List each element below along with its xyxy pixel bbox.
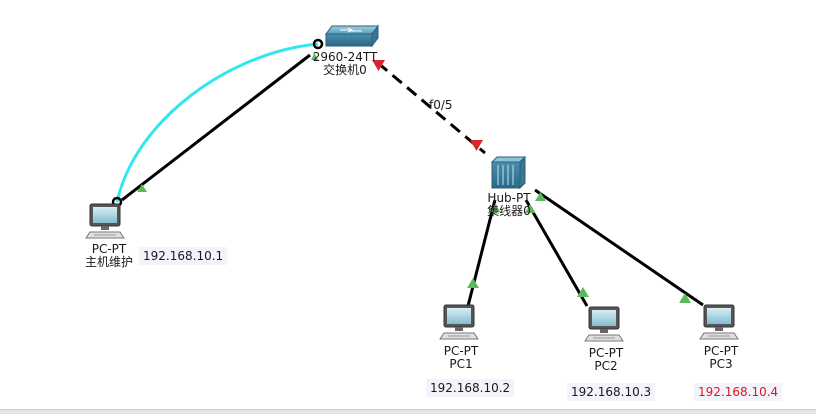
- switch-icon[interactable]: [325, 24, 379, 48]
- pc-icon-pc3[interactable]: [699, 304, 739, 340]
- pc-icon-maintenance[interactable]: [85, 203, 125, 239]
- switch-model: 2960-24TT: [312, 50, 378, 64]
- hub-name: 集线器0: [487, 204, 531, 218]
- hub-model: Hub-PT: [487, 191, 531, 205]
- maintenance-pc-ip: 192.168.10.1: [139, 247, 228, 265]
- pc2-ip: 192.168.10.3: [567, 383, 656, 401]
- canvas-bottom-border: [0, 409, 816, 414]
- link-up-indicator: [467, 278, 479, 288]
- pc3-model: PC-PT: [703, 344, 739, 358]
- cable-hub-to-pc1[interactable]: [466, 199, 497, 307]
- link-up-indicator: [311, 53, 318, 60]
- pc1-model: PC-PT: [443, 344, 479, 358]
- cable-switch-to-maintenance-pc[interactable]: [121, 53, 311, 202]
- pc1-name: PC1: [449, 357, 473, 371]
- link-up-indicator: [577, 287, 589, 297]
- link-up-indicator: [525, 204, 535, 213]
- pc3-label: PC-PT PC3: [686, 345, 756, 371]
- cable-switch-to-hub[interactable]: [377, 61, 486, 155]
- link-up-indicator: [679, 293, 691, 303]
- maintenance-pc-model: PC-PT: [91, 242, 127, 256]
- maintenance-pc-label: PC-PT 主机维护: [74, 243, 144, 269]
- cable-hub-to-pc3[interactable]: [534, 188, 704, 307]
- console-connector-icon: [312, 38, 324, 50]
- console-cable[interactable]: [115, 42, 319, 203]
- cable-hub-to-pc2[interactable]: [524, 199, 589, 307]
- link-up-indicator: [535, 192, 546, 201]
- pc3-ip: 192.168.10.4: [694, 383, 783, 401]
- link-up-indicator: [137, 184, 147, 192]
- link-up-indicator: [491, 203, 500, 212]
- hub-label: Hub-PT 集线器0: [474, 192, 544, 218]
- pc2-name: PC2: [594, 359, 618, 373]
- pc3-name: PC3: [709, 357, 733, 371]
- switch-label: 2960-24TT 交换机0: [310, 51, 380, 77]
- switch-name: 交换机0: [323, 63, 367, 77]
- pc2-label: PC-PT PC2: [571, 347, 641, 373]
- pc1-label: PC-PT PC1: [426, 345, 496, 371]
- pc-icon-pc1[interactable]: [439, 304, 479, 340]
- pc1-ip: 192.168.10.2: [426, 379, 515, 397]
- hub-icon[interactable]: [490, 155, 527, 190]
- pc-icon-pc2[interactable]: [584, 306, 624, 342]
- link-down-indicator: [372, 60, 385, 71]
- pc2-model: PC-PT: [588, 346, 624, 360]
- maintenance-pc-name: 主机维护: [84, 255, 133, 269]
- link-down-indicator: [470, 140, 483, 151]
- port-label: f0/5: [429, 98, 453, 112]
